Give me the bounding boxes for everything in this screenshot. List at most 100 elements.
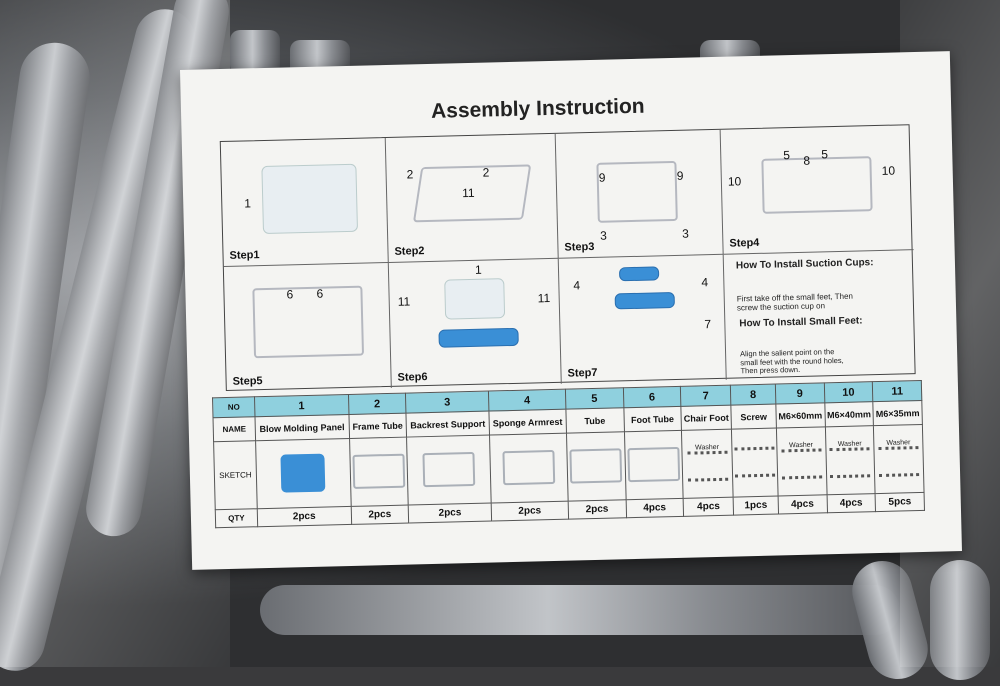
part-sketch-icon bbox=[734, 446, 776, 478]
part-name-cell: M6×35mm bbox=[873, 400, 923, 426]
feet-tip-title: How To Install Small Feet: bbox=[739, 315, 863, 330]
blue-backrest-image bbox=[618, 266, 660, 282]
step-panel-3: 9 9 3 3 Step3 bbox=[555, 129, 724, 259]
steps-grid: 1 Step1 2 2 11 Step2 9 9 3 3 Step3 10 5 … bbox=[219, 124, 917, 392]
step-panel-7: 4 4 7 Step7 bbox=[558, 254, 727, 384]
part-qty-cell: 4pcs bbox=[777, 494, 828, 515]
part-qty-cell: 4pcs bbox=[625, 498, 684, 518]
part-no-cell: 7 bbox=[680, 385, 732, 407]
part-sketch-icon bbox=[781, 448, 822, 480]
step-label: Step4 bbox=[729, 236, 760, 250]
row-label: SKETCH bbox=[213, 440, 258, 510]
part-sketch-icon bbox=[422, 451, 476, 487]
callout: 11 bbox=[537, 291, 551, 306]
part-sketch-icon bbox=[569, 447, 623, 484]
part-sketch-icon bbox=[627, 446, 681, 482]
blue-seat-image bbox=[438, 327, 519, 348]
part-qty-cell: 2pcs bbox=[257, 506, 352, 527]
row-label: NAME bbox=[213, 416, 256, 442]
callout: 6 bbox=[286, 287, 294, 302]
step-panel-6: 1 11 11 Step6 bbox=[388, 258, 562, 388]
part-sketch-cell bbox=[349, 437, 409, 507]
part-name-cell: Chair Foot bbox=[681, 405, 732, 431]
callout: 10 bbox=[881, 163, 896, 178]
step-label: Step3 bbox=[564, 240, 595, 254]
part-no-cell: 3 bbox=[405, 391, 489, 414]
blue-seat-image bbox=[614, 291, 675, 310]
part-sketch-cell bbox=[489, 433, 568, 504]
step-label: Step5 bbox=[232, 375, 263, 388]
callout: 8 bbox=[803, 153, 811, 168]
callout: 6 bbox=[316, 286, 324, 301]
part-name-cell: Backrest Support bbox=[406, 411, 490, 438]
install-tips-panel: How To Install Suction Cups: First take … bbox=[724, 250, 917, 380]
part-name-cell: Blow Molding Panel bbox=[254, 414, 350, 441]
part-sketch-cell: Washer bbox=[681, 429, 734, 499]
part-sketch-cell bbox=[406, 435, 492, 506]
part-sketch-cell bbox=[255, 438, 351, 509]
part-no-cell: 1 bbox=[254, 394, 349, 417]
aluminum-tube bbox=[260, 585, 900, 635]
part-sketch-cell: Washer bbox=[824, 425, 876, 495]
seat-panel-image bbox=[261, 163, 359, 235]
part-sketch-cell: Washer bbox=[873, 424, 925, 494]
part-no-cell: 5 bbox=[565, 387, 624, 410]
part-sketch-icon bbox=[280, 453, 326, 493]
backrest-image bbox=[444, 278, 506, 320]
callout: 5 bbox=[783, 148, 791, 163]
part-qty-cell: 2pcs bbox=[408, 503, 492, 524]
step-panel-2: 2 2 11 Step2 bbox=[385, 133, 559, 263]
callout: 10 bbox=[727, 174, 742, 189]
step-label: Step1 bbox=[229, 249, 260, 262]
step-panel-1: 1 Step1 bbox=[220, 137, 389, 267]
part-qty-cell: 1pcs bbox=[733, 496, 779, 516]
part-qty-cell: 4pcs bbox=[826, 493, 876, 513]
callout: 3 bbox=[600, 228, 608, 243]
step-label: Step7 bbox=[567, 366, 598, 380]
part-sketch-cell bbox=[566, 431, 626, 502]
callout: 1 bbox=[474, 262, 482, 277]
suction-tip-text: First take off the small feet, Then scre… bbox=[736, 291, 854, 313]
step-panel-4: 10 5 8 5 10 Step4 bbox=[720, 125, 914, 255]
frame-drawing bbox=[596, 160, 678, 223]
part-name-cell: Tube bbox=[565, 407, 624, 434]
callout: 3 bbox=[681, 226, 690, 241]
part-sketch-cell bbox=[731, 428, 778, 498]
callout: 9 bbox=[598, 170, 606, 185]
part-name-cell: Sponge Armrest bbox=[488, 409, 567, 436]
part-sketch-icon bbox=[687, 450, 728, 482]
aluminum-tube bbox=[930, 560, 990, 680]
part-no-cell: 6 bbox=[622, 386, 682, 408]
callout: 9 bbox=[676, 168, 684, 183]
part-name-cell: M6×40mm bbox=[824, 401, 874, 427]
sheet-title: Assembly Instruction bbox=[430, 94, 645, 123]
callout: 4 bbox=[701, 275, 709, 290]
row-label: QTY bbox=[215, 508, 258, 528]
part-name-cell: Frame Tube bbox=[348, 413, 407, 439]
part-name-cell: Screw bbox=[731, 404, 777, 430]
callout: 5 bbox=[821, 147, 829, 162]
part-qty-cell: 2pcs bbox=[491, 501, 569, 522]
callout: 7 bbox=[704, 317, 712, 332]
part-sketch-cell bbox=[623, 430, 684, 500]
frame-drawing bbox=[761, 156, 873, 214]
part-sketch-icon bbox=[352, 453, 406, 489]
callout: 4 bbox=[573, 278, 581, 293]
callout: 11 bbox=[397, 294, 411, 309]
suction-tip-title: How To Install Suction Cups: bbox=[735, 257, 874, 272]
part-sketch-icon bbox=[502, 449, 556, 485]
step-label: Step6 bbox=[397, 371, 428, 384]
part-no-cell: 4 bbox=[488, 389, 566, 412]
part-no-cell: 11 bbox=[872, 380, 922, 402]
part-qty-cell: 2pcs bbox=[350, 505, 409, 525]
part-sketch-icon bbox=[878, 446, 920, 478]
part-no-cell: 2 bbox=[348, 393, 407, 415]
part-sketch-icon bbox=[829, 447, 871, 479]
callout: 1 bbox=[244, 196, 252, 211]
feet-tip-text: Align the salient point on the small fee… bbox=[739, 347, 844, 376]
part-no-cell: 10 bbox=[823, 381, 874, 403]
part-name-cell: M6×60mm bbox=[775, 402, 825, 429]
part-no-cell: 9 bbox=[775, 382, 825, 405]
callout: 2 bbox=[406, 167, 414, 182]
